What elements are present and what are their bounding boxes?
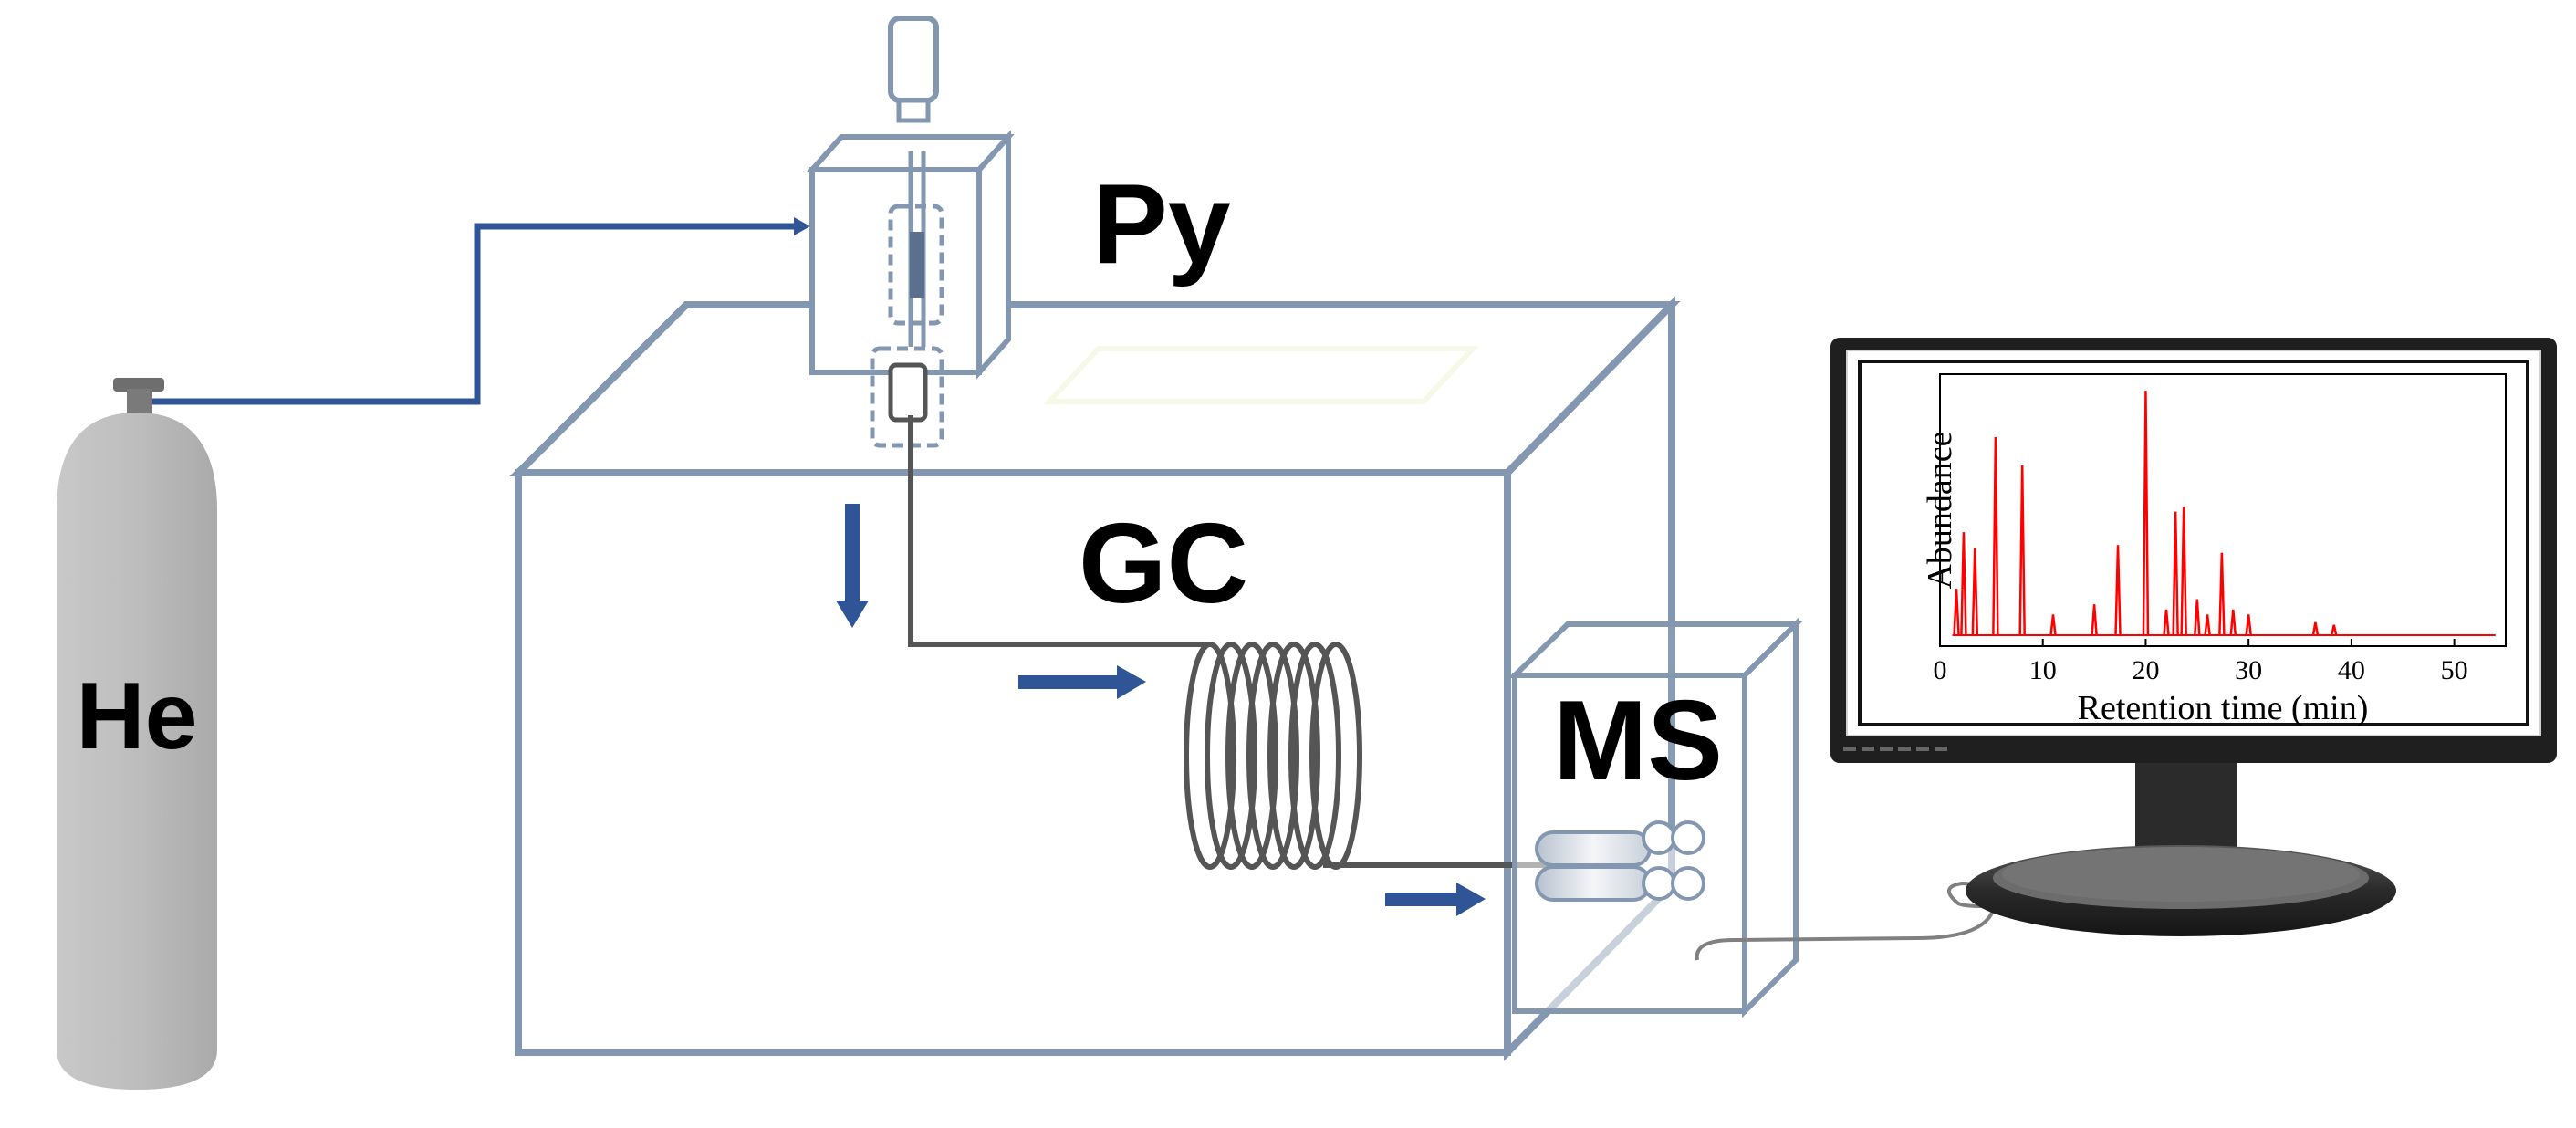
gc-label: GC <box>1079 501 1248 627</box>
pyrolyzer-label: Py <box>1092 162 1231 287</box>
x-axis-label: Retention time (min) <box>2078 689 2369 727</box>
x-tick-label: 0 <box>1934 655 1947 685</box>
monitor-neck <box>2135 759 2237 860</box>
pyrolyzer-icon: Py <box>806 16 1231 448</box>
chromatogram-peak <box>2229 609 2237 636</box>
gc-column-coil-icon <box>1184 642 1362 870</box>
chromatogram-peak <box>2172 511 2179 636</box>
x-tick-label: 30 <box>2235 655 2262 685</box>
chromatogram-peak <box>2204 614 2211 636</box>
computer-monitor-icon: 0 10 20 30 40 50 Retention time (min) Abundan… <box>1830 338 2557 936</box>
chromatogram-peak <box>2091 604 2098 636</box>
pyrolyzer-side-face <box>976 130 1011 380</box>
oven-top-face <box>509 301 1681 476</box>
chromatogram-chart: 0 10 20 30 40 50 Retention time (min) Abundan… <box>1921 373 2507 727</box>
gc-column-path <box>908 415 1570 868</box>
plunger-cylinder <box>888 16 939 103</box>
oven-top-port <box>1043 346 1479 404</box>
x-tick-label: 40 <box>2338 655 2365 685</box>
chromatogram-peak <box>1953 589 1960 636</box>
x-tick-label: 20 <box>2132 655 2159 685</box>
plot-frame <box>1939 373 2507 647</box>
sample-holder <box>888 204 944 326</box>
flow-arrow-right-icon <box>1018 665 1146 699</box>
x-tick-label: 50 <box>2441 655 2468 685</box>
helium-label: He <box>77 663 198 769</box>
chromatogram-peak <box>2311 621 2320 636</box>
chromatogram-peak <box>2180 506 2187 636</box>
flow-arrow-down-icon <box>836 504 869 628</box>
chromatogram-peak <box>2218 552 2226 636</box>
y-axis-label: Abundance <box>1921 431 1959 589</box>
supply-arrow-head <box>794 217 810 235</box>
pyrolyzer-interface <box>870 346 944 448</box>
monitor-buttons <box>1843 747 1947 751</box>
flow-arrows <box>836 504 1486 916</box>
quadrupole-rods <box>1535 820 1705 902</box>
chromatogram-peak <box>2114 545 2122 636</box>
chromatogram-peak <box>2245 614 2252 636</box>
oven-front-face <box>515 469 1511 1056</box>
chromatogram-peaks <box>1952 391 2496 636</box>
ms-side-face <box>1742 617 1799 1018</box>
chromatogram-peak <box>1960 532 1967 636</box>
cylinder-body <box>57 413 217 1090</box>
ms-detector-box-icon: MS <box>1507 305 1803 1018</box>
chromatogram-peak <box>1992 436 1999 636</box>
chromatogram-peak <box>2142 391 2150 636</box>
helium-cylinder-icon: He <box>57 378 217 1090</box>
chromatogram-peak <box>2018 465 2026 636</box>
ms-label: MS <box>1553 678 1723 804</box>
chromatogram-peak <box>2163 609 2170 636</box>
chromatogram-peak <box>2194 599 2201 636</box>
x-tick-label: 10 <box>2029 655 2057 685</box>
cylinder-valve-knob <box>113 378 164 392</box>
chromatogram-peak <box>2049 614 2057 636</box>
flow-arrow-right-icon <box>1385 883 1486 916</box>
chromatogram-peak <box>1971 548 1979 636</box>
x-axis-ticks: 0 10 20 30 40 50 <box>1934 639 2468 685</box>
helium-supply-line <box>152 217 810 405</box>
chromatogram-peak <box>2331 624 2338 636</box>
pyrolyzer-front-face <box>809 167 982 375</box>
